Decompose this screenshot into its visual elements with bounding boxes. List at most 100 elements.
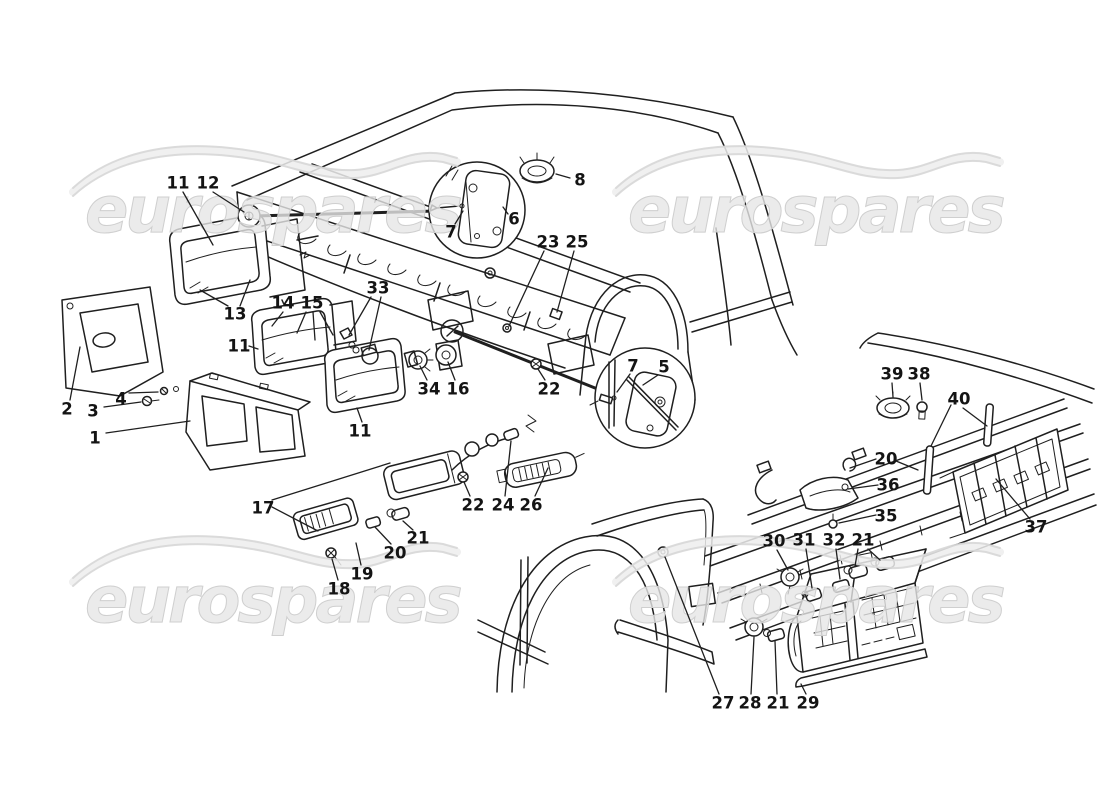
part-number-37: 37 — [1025, 518, 1048, 537]
part-number-34: 34 — [418, 380, 441, 399]
callout-leader-line — [835, 548, 841, 580]
part-number-21: 21 — [852, 531, 875, 550]
watermark: eurospares — [69, 145, 464, 249]
callout-leader-line — [854, 548, 859, 567]
callout-leader-line — [616, 373, 631, 393]
line-art — [61, 89, 1097, 693]
watermark-swoosh-edge — [72, 535, 458, 579]
part-number-36: 36 — [877, 476, 900, 495]
callout-leader-line — [847, 484, 879, 490]
bulb-38 — [916, 401, 928, 420]
headlamp-surround-part — [185, 372, 311, 471]
watermark-swoosh — [612, 146, 1004, 196]
part-number-27: 27 — [712, 694, 735, 713]
callout-leader-line — [838, 514, 877, 524]
part-number-11: 11 — [228, 337, 251, 356]
part-number-24: 24 — [492, 496, 515, 515]
part-number-2: 2 — [61, 400, 72, 419]
callout-leader-line — [182, 191, 214, 246]
part-number-7: 7 — [445, 223, 456, 242]
headlamp-unit-2 — [250, 297, 357, 376]
part-number-3: 3 — [87, 402, 98, 421]
part-number-22: 22 — [462, 496, 485, 515]
callout-leader-line — [348, 296, 372, 336]
part-number-5: 5 — [658, 358, 669, 377]
callout-leader-line — [374, 526, 392, 545]
part-number-20: 20 — [384, 544, 407, 563]
watermark: eurospares — [612, 535, 1007, 639]
callout-leader-line — [419, 365, 428, 381]
watermark-text: eurospares — [628, 174, 1004, 248]
watermark-swoosh-edge — [72, 543, 458, 587]
front-sidelamp-B — [383, 414, 537, 501]
part-number-11: 11 — [349, 422, 372, 441]
callout-leader-line — [128, 391, 159, 394]
callout-leader-line — [664, 556, 720, 695]
part-number-31: 31 — [793, 531, 816, 550]
watermark-swoosh — [69, 146, 461, 196]
watermarks: eurospares eurospares eurospares eurospares — [69, 145, 1007, 639]
watermark-text: eurospares — [628, 564, 1004, 638]
callout-leader-line — [995, 478, 1031, 520]
watermark-swoosh-edge — [615, 153, 1001, 197]
watermark-text: eurospares — [85, 174, 461, 248]
callout-leader-line — [356, 407, 363, 423]
side-repeater-lamp-26 — [496, 451, 585, 488]
headlamp-unit-3 — [323, 337, 406, 414]
callout-leader-line — [800, 683, 807, 695]
sidelamp-bulb-21 — [386, 506, 410, 521]
watermark-swoosh-edge — [72, 153, 458, 197]
callout-leader-line — [504, 440, 512, 497]
watermark: eurospares — [69, 535, 464, 639]
callout-leader-line — [750, 636, 755, 695]
callout-leader-line — [502, 206, 509, 215]
watermark-swoosh-edge — [615, 543, 1001, 587]
part-number-29: 29 — [797, 694, 820, 713]
watermark: eurospares — [612, 145, 1007, 249]
detail-circle-mount-plate — [428, 161, 526, 259]
horn-cap-part — [519, 152, 555, 184]
sidelamp-screw-18 — [325, 547, 342, 566]
callout-leader-line — [454, 210, 464, 225]
part-number-17: 17 — [252, 499, 275, 518]
callout-leader-line — [447, 361, 456, 381]
part-number-15: 15 — [301, 294, 324, 313]
part-number-11: 11 — [167, 174, 190, 193]
part-number-8: 8 — [574, 171, 585, 190]
part-number-1: 1 — [89, 429, 100, 448]
callout-leader-line — [239, 279, 251, 307]
surround-screws — [141, 386, 179, 407]
callout-leader-line — [555, 173, 571, 179]
callout-leader-line — [248, 345, 259, 350]
callout-leader-line — [402, 520, 414, 531]
part-number-6: 6 — [508, 210, 519, 229]
part-number-13: 13 — [224, 305, 247, 324]
part-number-4: 4 — [115, 390, 126, 409]
part-number-20: 20 — [875, 450, 898, 469]
callout-leader-line — [199, 289, 229, 307]
callout-leader-line — [312, 311, 316, 341]
part-number-35: 35 — [875, 507, 898, 526]
callout-leader-line — [368, 296, 382, 351]
part-number-39: 39 — [881, 365, 904, 384]
part-number-25: 25 — [566, 233, 589, 252]
callout-leader-line — [642, 374, 659, 386]
callout-leader-line — [103, 401, 142, 408]
callout-leader-line — [537, 368, 546, 381]
callout-leader-line — [331, 558, 339, 581]
callout-leader-line — [296, 311, 307, 334]
part-number-30: 30 — [763, 532, 786, 551]
sidelamp-bulb-20 — [365, 516, 382, 529]
part-number-23: 23 — [537, 233, 560, 252]
license-lamp-bracket — [754, 447, 867, 529]
part-number-18: 18 — [328, 580, 351, 599]
callout-leader-line — [776, 549, 789, 571]
part-number-7: 7 — [627, 357, 638, 376]
part-number-38: 38 — [908, 365, 931, 384]
part-number-26: 26 — [520, 496, 543, 515]
watermark-swoosh-edge — [615, 535, 1001, 579]
grommet-39 — [875, 391, 911, 419]
part-number-19: 19 — [351, 565, 374, 584]
